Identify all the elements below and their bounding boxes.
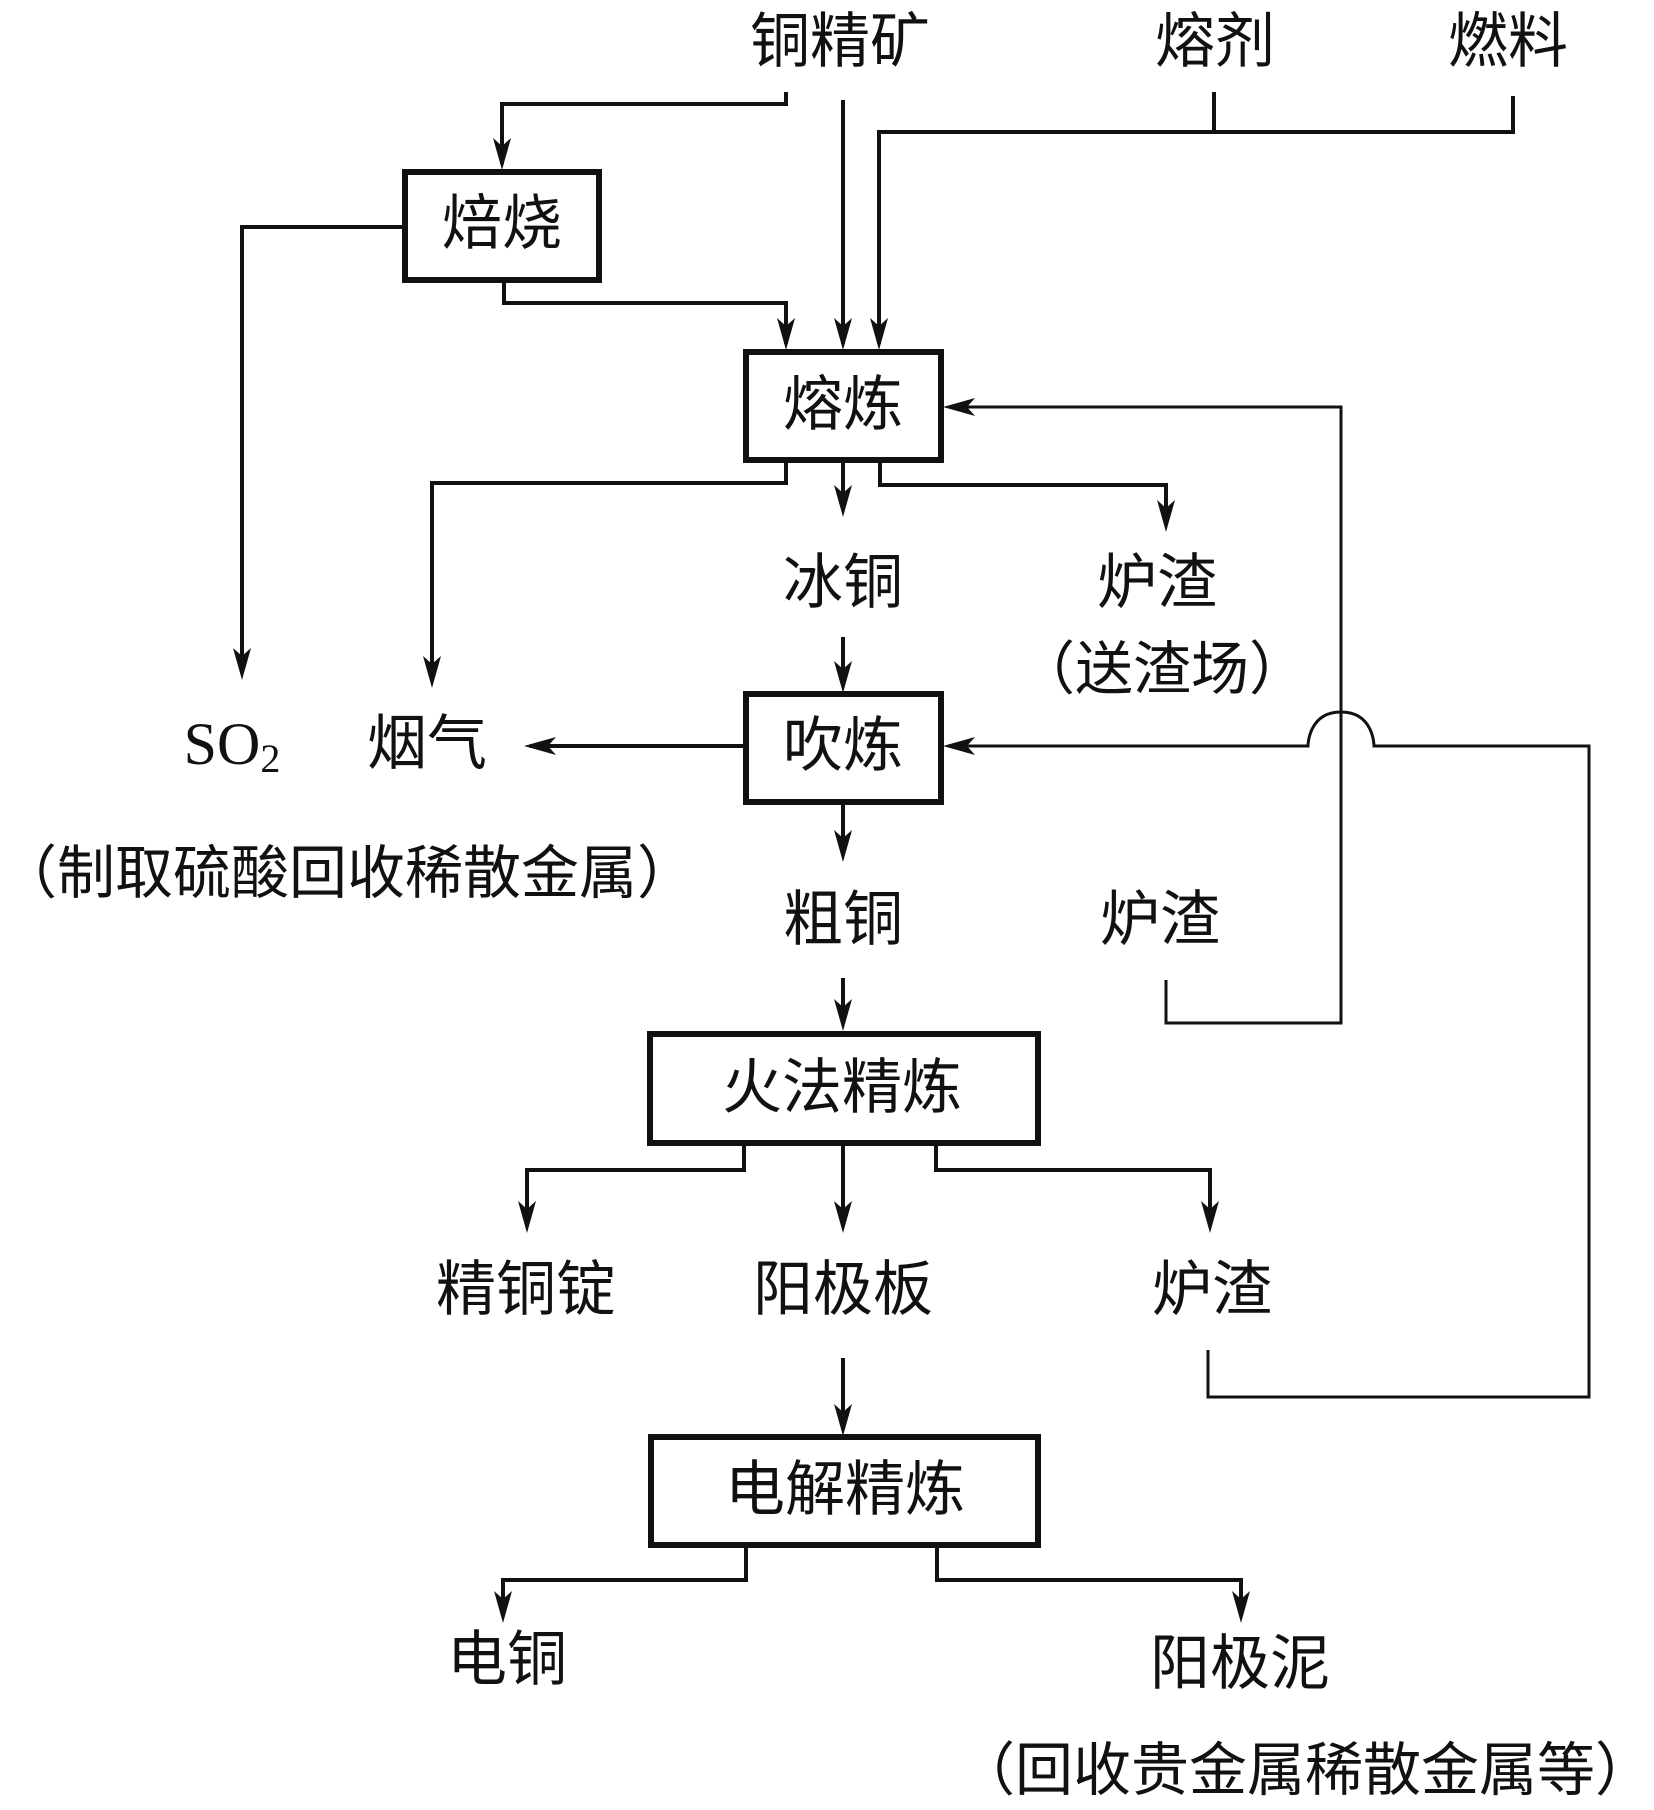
arrow-into-roasting	[493, 138, 511, 170]
arrow-into-cathode-copper	[494, 1591, 512, 1623]
flow-smelting-to-flue-gas	[430, 462, 788, 680]
arrow-recycle-into-smelting	[943, 398, 975, 416]
so2-main: SO	[184, 711, 261, 777]
arrow-into-converting	[834, 661, 852, 693]
slag-dump-note: （送渣场）	[1017, 635, 1307, 703]
flow-fire-refining-to-slag	[934, 1145, 1212, 1226]
arrow-recycle-into-converting	[943, 737, 975, 755]
roasting-box	[402, 169, 602, 283]
flow-concentrate-to-roasting	[500, 92, 788, 164]
copper-concentrate-label: 铜精矿	[750, 7, 930, 77]
flow-converter-slag-recycle	[950, 405, 1343, 1025]
anode-slime-label: 阳极泥	[1150, 1629, 1330, 1699]
smelting-label: 熔炼	[783, 370, 903, 440]
flow-electrolysis-to-cathode	[501, 1547, 748, 1616]
refined-ingot-label: 精铜锭	[436, 1255, 616, 1325]
arrowheads	[233, 138, 1250, 1623]
flow-fire-refining-to-ingot	[525, 1145, 746, 1226]
flow-electrolysis-to-slime	[935, 1547, 1243, 1616]
blister-copper-label: 粗铜	[783, 885, 903, 955]
arrow-into-anode-slime	[1232, 1591, 1250, 1623]
arrow-into-refined-ingot	[518, 1201, 536, 1233]
arrow-into-refining-slag	[1201, 1201, 1219, 1233]
arrow-into-smelting-slag	[1157, 500, 1175, 532]
flow-refining-slag-recycle	[950, 710, 1591, 1399]
flow-smelting-to-slag	[878, 462, 1168, 525]
arrow-flux-fuel-into-smelting	[870, 318, 888, 350]
flue-gas-label: 烟气	[367, 709, 487, 779]
gas-usage-note: （制取硫酸回收稀散金属）	[0, 839, 695, 907]
flow-roasting-to-smelting	[502, 282, 788, 344]
arrow-into-fire-refining	[834, 999, 852, 1031]
flow-roasting-to-so2	[240, 225, 405, 672]
anode-plate-label: 阳极板	[753, 1255, 933, 1325]
arrow-into-electrolytic-refining	[834, 1404, 852, 1436]
anode-slime-note: （回收贵金属稀散金属等）	[957, 1736, 1653, 1804]
arrow-into-anode	[834, 1201, 852, 1233]
fuel-label: 燃料	[1448, 7, 1568, 77]
arrow-into-matte	[834, 485, 852, 517]
connector-lines	[240, 92, 1591, 1616]
flux-label: 熔剂	[1155, 7, 1275, 77]
fire-refining-label: 火法精炼	[722, 1053, 962, 1123]
electrolytic-refining-label: 电解精炼	[725, 1455, 965, 1525]
arrow-roasting-into-smelting	[777, 318, 795, 350]
converting-slag-label: 炉渣	[1100, 885, 1220, 955]
so2-label: SO2	[184, 711, 281, 781]
electrolytic-refining-box	[648, 1434, 1041, 1548]
flow-flux-fuel-to-smelting	[877, 96, 1515, 344]
arrow-concentrate-into-smelting	[834, 318, 852, 350]
arrow-into-so2	[233, 648, 251, 680]
matte-label: 冰铜	[783, 548, 903, 618]
so2-subscript: 2	[260, 736, 280, 781]
refining-slag-label: 炉渣	[1152, 1255, 1272, 1325]
arrow-into-flue-gas	[423, 656, 441, 688]
fire-refining-box	[647, 1031, 1041, 1146]
smelting-slag-label: 炉渣	[1097, 548, 1217, 618]
converting-label: 吹炼	[783, 711, 903, 781]
arrow-into-blister-copper	[834, 830, 852, 862]
roasting-label: 焙烧	[442, 189, 562, 259]
arrow-converting-into-flue-gas	[524, 737, 556, 755]
smelting-box	[743, 349, 944, 463]
converting-box	[743, 691, 944, 805]
cathode-copper-label: 电铜	[447, 1625, 567, 1695]
